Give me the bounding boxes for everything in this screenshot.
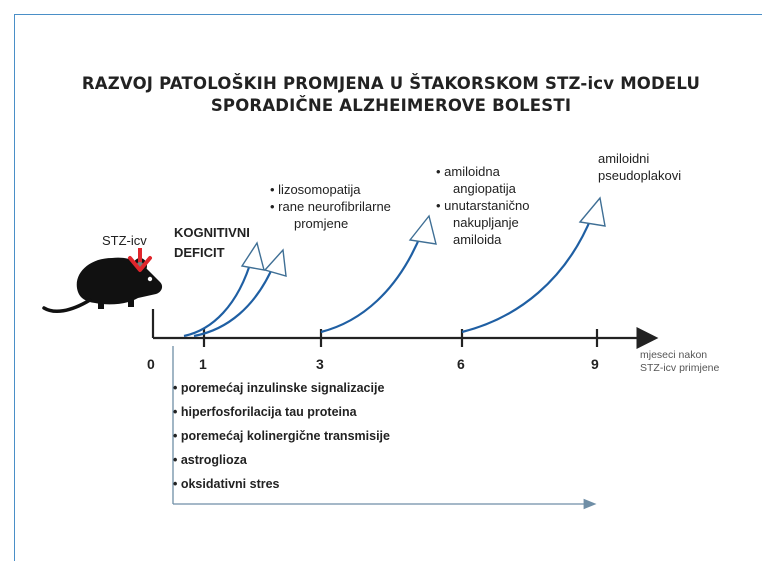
stz-label: STZ-icv bbox=[102, 233, 147, 248]
early-change-item: • astroglioza bbox=[173, 453, 247, 467]
frame-border-left bbox=[14, 14, 15, 561]
stage-3-continuation: promjene bbox=[294, 216, 349, 231]
tick-label-1: 1 bbox=[199, 356, 207, 372]
stage-6-line-5: amiloida bbox=[453, 232, 502, 247]
tick-label-9: 9 bbox=[591, 356, 599, 372]
stage-9-text: amiloidni pseudoplakovi bbox=[598, 150, 681, 184]
tick-label-0: 0 bbox=[147, 356, 155, 372]
stage-6-line-4: nakupljanje bbox=[453, 215, 519, 230]
timeline-unit-line2: STZ-icv primjene bbox=[640, 362, 720, 374]
timeline-unit-line1: mjeseci nakon bbox=[640, 349, 708, 361]
curved-arrow-icon bbox=[183, 196, 606, 338]
stage-6-line-3: • unutarstanično bbox=[436, 198, 530, 213]
stage-6-line-2: angiopatija bbox=[453, 181, 516, 196]
cognitive-deficit-label: KOGNITIVNI DEFICIT bbox=[174, 223, 250, 263]
stage-9-line-2: pseudoplakovi bbox=[598, 168, 682, 183]
stage-9-line-1: amiloidni bbox=[598, 151, 650, 166]
early-change-item: • oksidativni stres bbox=[173, 477, 280, 491]
tick-label-3: 3 bbox=[316, 356, 324, 372]
early-change-item: • poremećaj inzulinske signalizacije bbox=[173, 381, 385, 395]
stage-6-line-1: • amiloidna bbox=[436, 164, 500, 179]
timeline-unit-label: mjeseci nakon STZ-icv primjene bbox=[640, 349, 719, 375]
early-changes-list: • poremećaj inzulinske signalizacije • h… bbox=[173, 376, 390, 496]
tick-label-6: 6 bbox=[457, 356, 465, 372]
diagram-title-line1: RAZVOJ PATOLOŠKIH PROMJENA U ŠTAKORSKOM … bbox=[81, 74, 701, 93]
deficit-line2: DEFICIT bbox=[174, 245, 225, 260]
stage-3-bullet-1: • lizosomopatija bbox=[270, 182, 361, 197]
deficit-line1: KOGNITIVNI bbox=[174, 225, 250, 240]
diagram-title-line2: SPORADIČNE ALZHEIMEROVE BOLESTI bbox=[210, 96, 572, 115]
injection-arrow-icon bbox=[128, 248, 152, 272]
frame-border-top bbox=[14, 14, 762, 15]
stage-3-text: • lizosomopatija • rane neurofibrilarne … bbox=[270, 181, 391, 232]
stage-6-text: • amiloidna angiopatija • unutarstanično… bbox=[436, 163, 529, 248]
early-change-item: • poremećaj kolinergične transmisije bbox=[173, 429, 390, 443]
stage-3-bullet-2: • rane neurofibrilarne bbox=[270, 199, 391, 214]
early-change-item: • hiperfosforilacija tau proteina bbox=[173, 405, 357, 419]
